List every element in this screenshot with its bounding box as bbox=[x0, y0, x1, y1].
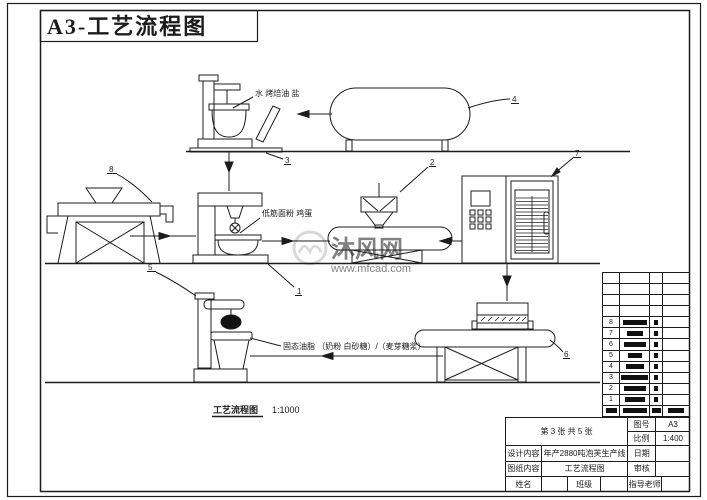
bom-header-row bbox=[603, 405, 689, 417]
drawing-no-value: A3 bbox=[656, 418, 690, 432]
bom-empty-row bbox=[603, 295, 689, 307]
class-value bbox=[601, 477, 629, 492]
date-label: 日期 bbox=[628, 446, 657, 462]
inner-border bbox=[39, 9, 691, 493]
conveyor-table bbox=[327, 226, 453, 264]
depositor-hopper bbox=[360, 183, 398, 229]
storage-tank bbox=[329, 87, 471, 152]
balloon-oven: 7 bbox=[550, 149, 581, 178]
review-label: 审核 bbox=[628, 461, 657, 478]
watermark-site-url: www.mfcad.com bbox=[330, 263, 411, 275]
bom-empty-row bbox=[603, 284, 689, 296]
review-value bbox=[656, 462, 691, 478]
ingredient-note-mid: 低筋面粉 鸡蛋 bbox=[239, 208, 312, 234]
flow-arrow-sifter-to-mixer bbox=[130, 231, 196, 241]
oven-rack-louvers bbox=[516, 196, 548, 252]
parts-list-table: 8 7 6 5 4 3 2 1 bbox=[602, 272, 690, 417]
bottom-ingredients-label: 固态油脂 （奶粉 白砂糖）/（麦芽糖浆） bbox=[283, 341, 426, 351]
balloon-tank: 4 bbox=[467, 95, 519, 109]
page-title: A3-工艺流程图 bbox=[47, 14, 207, 39]
scale-value: 1:400 bbox=[656, 432, 690, 446]
balloon-sandwich-table: 6 bbox=[549, 339, 570, 359]
bom-item-row: 5 bbox=[603, 350, 689, 362]
name-label: 姓名 bbox=[506, 477, 542, 492]
advisor-label: 指导老师 bbox=[628, 477, 663, 492]
flow-line-bottom bbox=[250, 351, 443, 361]
balloon-mid-mixer: 1 bbox=[267, 263, 302, 296]
oven-buttons bbox=[469, 209, 492, 230]
oven-display bbox=[470, 190, 491, 207]
bom-empty-row bbox=[603, 306, 689, 318]
bom-item-row: 3 bbox=[603, 372, 689, 384]
flow-arrow-table-to-oven bbox=[438, 236, 462, 246]
drawing-no-label: 图号 bbox=[628, 418, 656, 432]
cooling-table bbox=[414, 329, 556, 383]
flow-arrow-mixer-to-table bbox=[262, 236, 330, 246]
drawing-caption: 工艺流程图 1:1000 bbox=[212, 404, 300, 418]
planetary-mixer bbox=[192, 192, 269, 264]
bom-item-row: 8 bbox=[603, 317, 689, 329]
balloon-filler: 2 bbox=[399, 158, 436, 193]
ingredient-note-bottom: 固态油脂 （奶粉 白砂糖）/（麦芽糖浆） bbox=[249, 337, 426, 351]
sandwich-press bbox=[471, 302, 534, 330]
advisor-value bbox=[662, 477, 690, 492]
design-value: 年产2880吨泡芙生产线 bbox=[541, 446, 629, 462]
flour-sifter bbox=[46, 187, 174, 264]
top-ingredients-label: 水 烤焙油 盐 bbox=[255, 88, 299, 98]
svg-text:1: 1 bbox=[297, 287, 302, 296]
bom-empty-row bbox=[603, 273, 689, 285]
content-value: 工艺流程图 bbox=[541, 461, 629, 478]
discharge-chute bbox=[255, 105, 281, 143]
svg-text:4: 4 bbox=[512, 95, 517, 104]
title-text-box bbox=[39, 9, 259, 43]
svg-text:8: 8 bbox=[109, 165, 114, 174]
top-cooking-mixer bbox=[189, 74, 283, 153]
class-label: 班级 bbox=[567, 477, 602, 492]
svg-text:5: 5 bbox=[148, 263, 153, 272]
outer-border bbox=[6, 2, 702, 498]
oven-handle bbox=[543, 211, 550, 235]
ingredient-note-top: 水 烤焙油 盐 bbox=[232, 88, 299, 109]
caption-scale: 1:1000 bbox=[272, 405, 300, 415]
svg-text:2: 2 bbox=[430, 158, 435, 167]
balloon-bottom-mixer: 5 bbox=[147, 263, 197, 297]
watermark: 沐风网 www.mfcad.com bbox=[292, 230, 411, 275]
title-block: 第 3 张 共 5 张 图号 A3 比例 1:400 设计内容 年产2880吨泡… bbox=[505, 417, 691, 492]
svg-text:7: 7 bbox=[575, 149, 580, 158]
sheet-info: 第 3 张 共 5 张 bbox=[506, 418, 628, 446]
date-value bbox=[656, 446, 691, 462]
bom-item-row: 2 bbox=[603, 383, 689, 395]
svg-text:6: 6 bbox=[564, 350, 569, 359]
mid-ingredients-label: 低筋面粉 鸡蛋 bbox=[262, 208, 312, 218]
scale-label: 比例 bbox=[628, 432, 656, 446]
bom-item-row: 1 bbox=[603, 394, 689, 406]
flow-arrow-oven-down bbox=[502, 263, 512, 301]
svg-text:3: 3 bbox=[285, 156, 290, 165]
bom-item-row: 4 bbox=[603, 361, 689, 373]
content-label: 图纸内容 bbox=[506, 461, 542, 478]
caption-label: 工艺流程图 bbox=[213, 404, 258, 415]
name-value bbox=[541, 477, 568, 492]
flow-arrow-down-to-mixer bbox=[224, 152, 234, 191]
bom-item-row: 6 bbox=[603, 339, 689, 351]
balloon-sifter: 8 bbox=[107, 165, 153, 203]
baking-oven bbox=[461, 175, 559, 264]
bom-item-row: 7 bbox=[603, 328, 689, 340]
flow-arrow-tank-to-chute bbox=[296, 109, 332, 119]
balloon-top-mixer: 3 bbox=[265, 152, 291, 165]
cream-mixer bbox=[193, 292, 253, 383]
design-label: 设计内容 bbox=[506, 446, 542, 462]
